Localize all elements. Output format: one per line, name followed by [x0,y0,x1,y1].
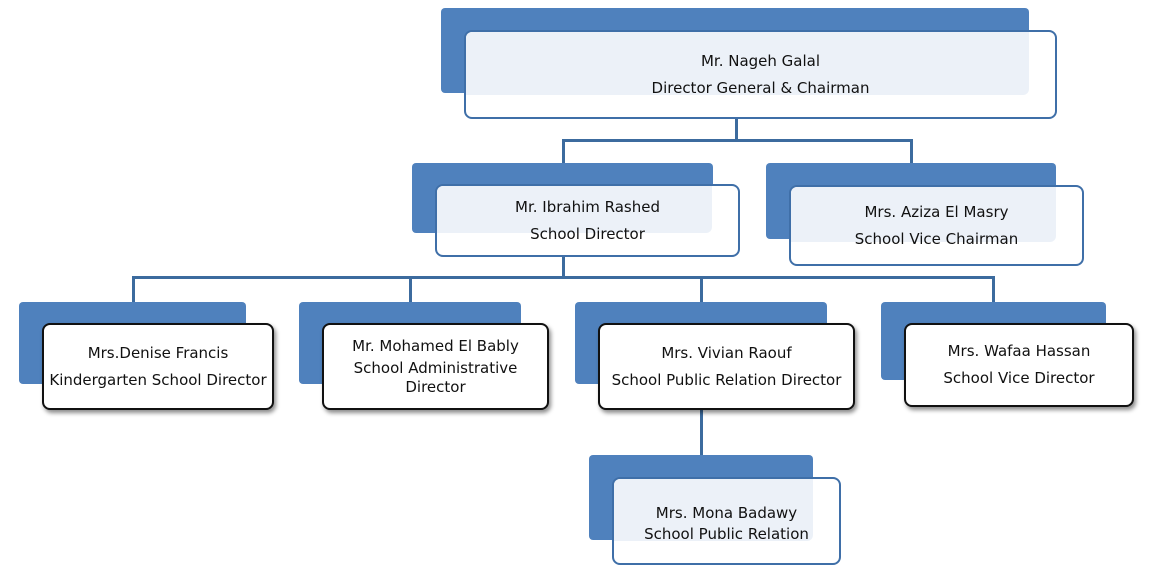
node-root: Mr. Nageh Galal Director General & Chair… [464,30,1057,119]
node-denise: Mrs.Denise Francis Kindergarten School D… [42,323,274,410]
connector-to-denise [132,276,135,303]
connector-to-ibrahim [562,139,565,164]
connector-to-mohamed [409,276,412,303]
node-title: School Administrative Director [353,359,518,396]
node-name: Mr. Ibrahim Rashed [515,197,660,216]
node-title: Director General & Chairman [651,78,870,97]
node-vivian: Mrs. Vivian Raouf School Public Relation… [598,323,855,410]
node-title: School Vice Chairman [854,229,1019,248]
node-title: School Vice Director [943,369,1095,387]
node-name: Mrs. Mona Badawy [655,504,798,522]
connector-ibrahim-down [562,256,565,278]
connector-root-down [735,118,738,140]
node-mona: Mrs. Mona Badawy School Public Relation [612,477,841,565]
node-name: Mrs.Denise Francis [87,343,229,362]
connector-level3-bar [132,276,995,279]
node-name: Mrs. Vivian Raouf [661,343,792,362]
node-title: Kindergarten School Director [49,370,267,389]
node-name: Mr. Nageh Galal [700,51,821,70]
connector-level2-bar [562,139,913,142]
node-ibrahim: Mr. Ibrahim Rashed School Director [435,184,740,257]
node-mohamed: Mr. Mohamed El Bably School Administrati… [322,323,549,410]
node-aziza: Mrs. Aziza El Masry School Vice Chairman [789,185,1084,266]
node-title: School Public Relation Director [611,370,842,389]
connector-to-aziza [910,139,913,164]
connector-to-wafaa [992,276,995,303]
node-title: School Public Relation [644,525,809,543]
connector-vivian-to-mona [700,409,703,456]
node-wafaa: Mrs. Wafaa Hassan School Vice Director [904,323,1134,407]
connector-to-vivian [700,276,703,303]
node-title: School Director [530,224,645,243]
node-name: Mrs. Wafaa Hassan [947,342,1091,360]
node-name: Mr. Mohamed El Bably [352,337,519,355]
node-name: Mrs. Aziza El Masry [864,202,1009,221]
